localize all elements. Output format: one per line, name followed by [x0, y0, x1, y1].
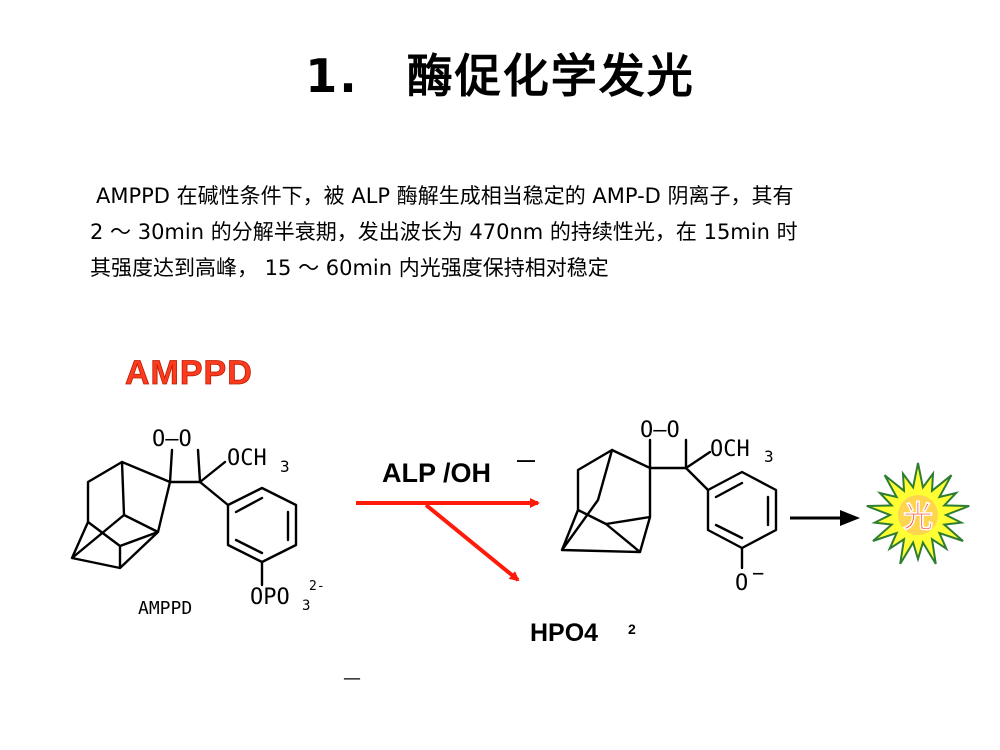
ampd-spiro-bond: [648, 438, 688, 470]
amppd-heading: AMPPD: [125, 354, 253, 392]
light-circle: [898, 495, 938, 535]
light-burst: 光: [866, 462, 970, 565]
ampd-methoxy-subscript: 3: [764, 447, 774, 466]
amppd-adamantane-cage: [70, 460, 172, 570]
light-label: 光: [903, 500, 933, 535]
byproduct-label: HPO4: [530, 619, 598, 647]
amppd-phosphate-subscript: 3: [302, 598, 310, 614]
description-line-1: AMPPD 在碱性条件下，被 ALP 酶解生成相当稳定的 AMP-D 阴离子，其…: [96, 184, 794, 208]
emission-arrowhead: [840, 510, 860, 526]
ampd-methoxy-bond: [684, 450, 712, 470]
ampd-adamantane-cage: [560, 448, 652, 554]
description-line-3: 其强度达到高峰， 15 ～ 60min 内光强度保持相对稳定: [90, 256, 609, 280]
reaction-arrow-byproduct: [424, 503, 520, 582]
reaction-condition-charge: —: [517, 450, 535, 470]
amppd-methoxy-label: OCH: [227, 446, 267, 471]
amppd-aryl-bond: [198, 480, 230, 507]
ampd-phenoxide-charge: −: [752, 561, 764, 585]
amppd-caption: AMPPD: [138, 598, 192, 619]
ampd-aryl-bond: [684, 466, 710, 492]
stray-dash: —: [343, 668, 361, 689]
amppd-methoxy-bond: [198, 460, 227, 484]
ampd-methoxy-label: OCH: [710, 437, 750, 462]
amppd-spiro-bond: [168, 448, 202, 484]
description-paragraph: AMPPD 在碱性条件下，被 ALP 酶解生成相当稳定的 AMP-D 阴离子，其…: [90, 178, 950, 286]
amppd-phosphate-charge: 2-: [309, 579, 325, 594]
amppd-phosphate-label: OPO: [250, 585, 290, 610]
slide-title: 1. 酶促化学发光: [305, 49, 695, 103]
amppd-dioxetane-label: O–O: [152, 427, 192, 452]
amppd-benzene-ring: [226, 486, 298, 564]
ampd-benzene-ring: [706, 470, 778, 550]
reaction-condition-label: ALP /OH: [382, 458, 491, 488]
ampd-phenoxide-label: O: [735, 571, 748, 596]
amppd-structure: [70, 448, 298, 587]
ampd-dioxetane-label: O–O: [640, 418, 680, 443]
amppd-methoxy-subscript: 3: [280, 457, 290, 476]
description-line-2: 2 ～ 30min 的分解半衰期，发出波长为 470nm 的持续性光，在 15m…: [90, 220, 798, 244]
byproduct-charge: 2: [628, 621, 636, 637]
ampd-structure: [560, 438, 778, 570]
